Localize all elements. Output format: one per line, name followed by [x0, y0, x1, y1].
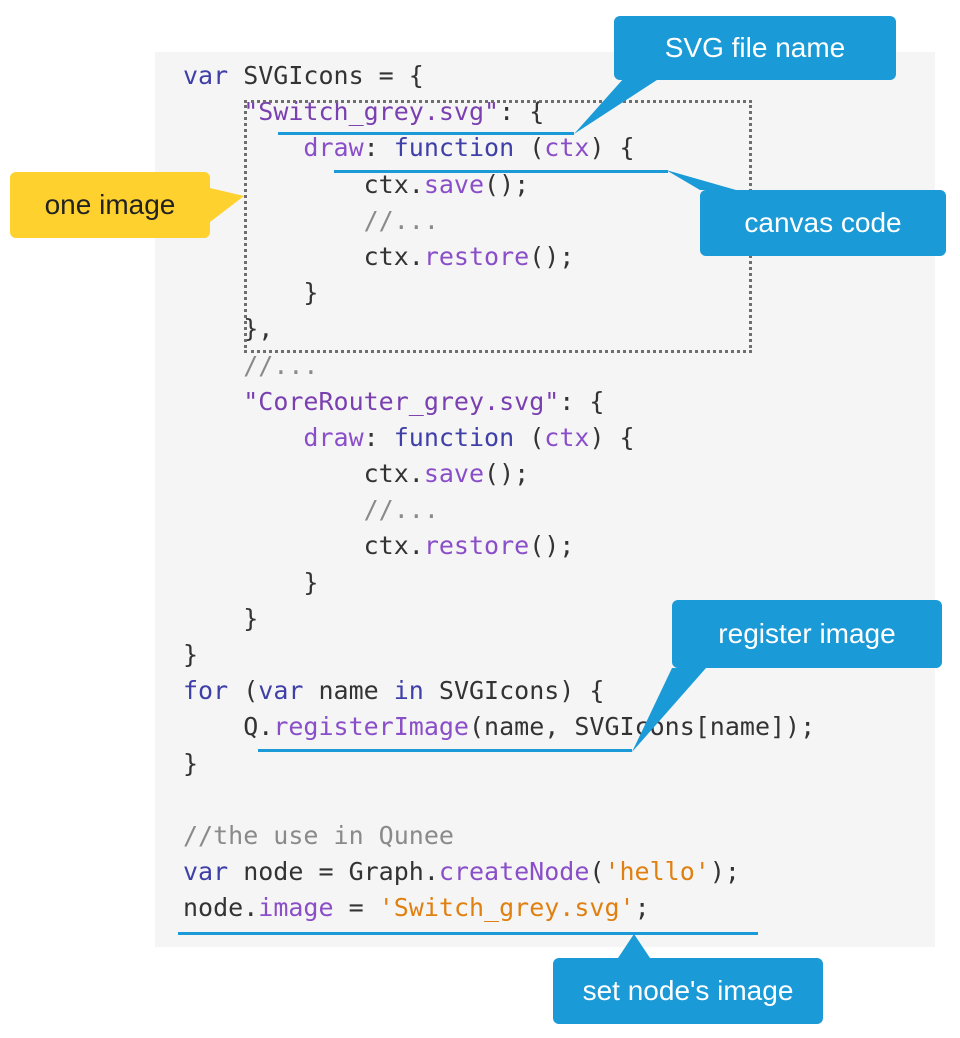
code-line: Q.registerImage(name, SVGIcons[name]);: [183, 709, 815, 745]
code-line: ctx.restore();: [183, 528, 815, 564]
code-line: }: [183, 275, 815, 311]
set-node-image-callout: set node's image: [553, 958, 823, 1024]
code-line: }: [183, 565, 815, 601]
code-token: (name, SVGIcons[name]);: [468, 712, 816, 742]
code-token: var: [183, 61, 229, 90]
code-token: }: [183, 748, 199, 778]
code-line: }: [183, 746, 815, 782]
code-token: : {: [559, 386, 605, 416]
code-token: ctx.: [183, 241, 424, 271]
code-token: function: [393, 422, 515, 452]
set-node-image-underline: [178, 932, 758, 935]
code-token: :: [363, 422, 394, 452]
code-token: ctx.: [183, 169, 424, 199]
code-token: ();: [529, 531, 575, 561]
code-token: ctx: [544, 422, 590, 452]
code-token: save: [423, 459, 485, 489]
code-token: );: [709, 857, 740, 887]
code-token: for: [183, 676, 229, 706]
code-line: //...: [183, 348, 815, 384]
code-token: draw: [303, 422, 364, 452]
code-line: for (var name in SVGIcons) {: [183, 673, 815, 709]
code-token: draw: [303, 133, 364, 163]
code-token: registerImage: [273, 712, 469, 742]
code-token: (: [228, 676, 259, 706]
canvas-code-callout: canvas code: [700, 190, 946, 256]
code-token: }: [183, 640, 199, 669]
code-token: ctx: [544, 133, 590, 163]
code-line: //...: [183, 492, 815, 528]
svg-file-name-callout: SVG file name: [614, 16, 896, 80]
code-token: (: [514, 133, 545, 163]
code-token: :: [363, 133, 394, 163]
code-token: ;: [634, 893, 650, 923]
code-token: node = Graph.: [228, 857, 439, 887]
code-token: : {: [499, 97, 545, 127]
code-token: Q.: [183, 712, 274, 742]
set-node-image-pointer: [618, 934, 650, 958]
code-token: var: [258, 676, 304, 706]
code-token: ctx.: [183, 531, 424, 561]
code-line: }: [183, 637, 815, 673]
code-token: node.: [183, 893, 259, 923]
code-token: //...: [363, 495, 439, 525]
code-token: restore: [423, 241, 530, 271]
code-token: (: [589, 857, 605, 887]
code-token: ) {: [589, 422, 635, 452]
code-token: //...: [363, 205, 439, 235]
code-token: "CoreRouter_grey.svg": [243, 386, 560, 416]
code-token: 'hello': [604, 857, 710, 887]
code-line: draw: function (ctx) {: [183, 130, 815, 166]
code-token: ) {: [589, 133, 635, 163]
code-token: =: [333, 893, 379, 923]
code-line: //...: [183, 203, 815, 239]
code-token: save: [423, 169, 485, 199]
code-token: },: [183, 314, 274, 344]
code-line: },: [183, 311, 815, 347]
canvas-code-underline: [334, 170, 668, 173]
code-token: }: [183, 567, 319, 597]
code-line: }: [183, 601, 815, 637]
code-token: name: [303, 676, 394, 706]
svg-file-name-underline: [278, 132, 574, 135]
code-line: "CoreRouter_grey.svg": {: [183, 384, 815, 420]
svg-file-name-pointer: [574, 78, 660, 134]
code-token: //...: [243, 350, 319, 380]
code-token: function: [393, 133, 515, 163]
code-token: ();: [529, 241, 575, 271]
canvas-code-pointer: [666, 170, 736, 190]
code-line: draw: function (ctx) {: [183, 420, 815, 456]
code-token: var: [183, 857, 229, 887]
code-token: }: [183, 603, 259, 633]
code-token: SVGIcons) {: [423, 676, 605, 706]
code-token: ();: [484, 169, 530, 199]
register-image-callout: register image: [672, 600, 942, 668]
one-image-pointer: [210, 188, 244, 222]
code-token: in: [393, 676, 424, 706]
code-token: }: [183, 278, 319, 308]
code-token: ();: [484, 459, 530, 489]
code-line: ctx.restore();: [183, 239, 815, 275]
code-line: var node = Graph.createNode('hello');: [183, 854, 815, 890]
one-image-callout: one image: [10, 172, 210, 238]
register-image-pointer: [632, 668, 706, 752]
code-token: 'Switch_grey.svg': [378, 893, 635, 923]
code-token: createNode: [438, 857, 590, 887]
code-token: image: [258, 893, 334, 923]
code-token: (: [514, 422, 545, 452]
code-token: ctx.: [183, 459, 424, 489]
code-token: //the use in Qunee: [183, 820, 454, 850]
code-token: restore: [423, 531, 530, 561]
code-line: var SVGIcons = {: [183, 58, 815, 94]
code-line: ctx.save();: [183, 456, 815, 492]
code-line: ctx.save();: [183, 167, 815, 203]
code-line: //the use in Qunee: [183, 818, 815, 854]
register-image-underline: [258, 749, 632, 752]
code-line: node.image = 'Switch_grey.svg';: [183, 890, 815, 926]
code-token: SVGIcons = {: [228, 61, 424, 90]
